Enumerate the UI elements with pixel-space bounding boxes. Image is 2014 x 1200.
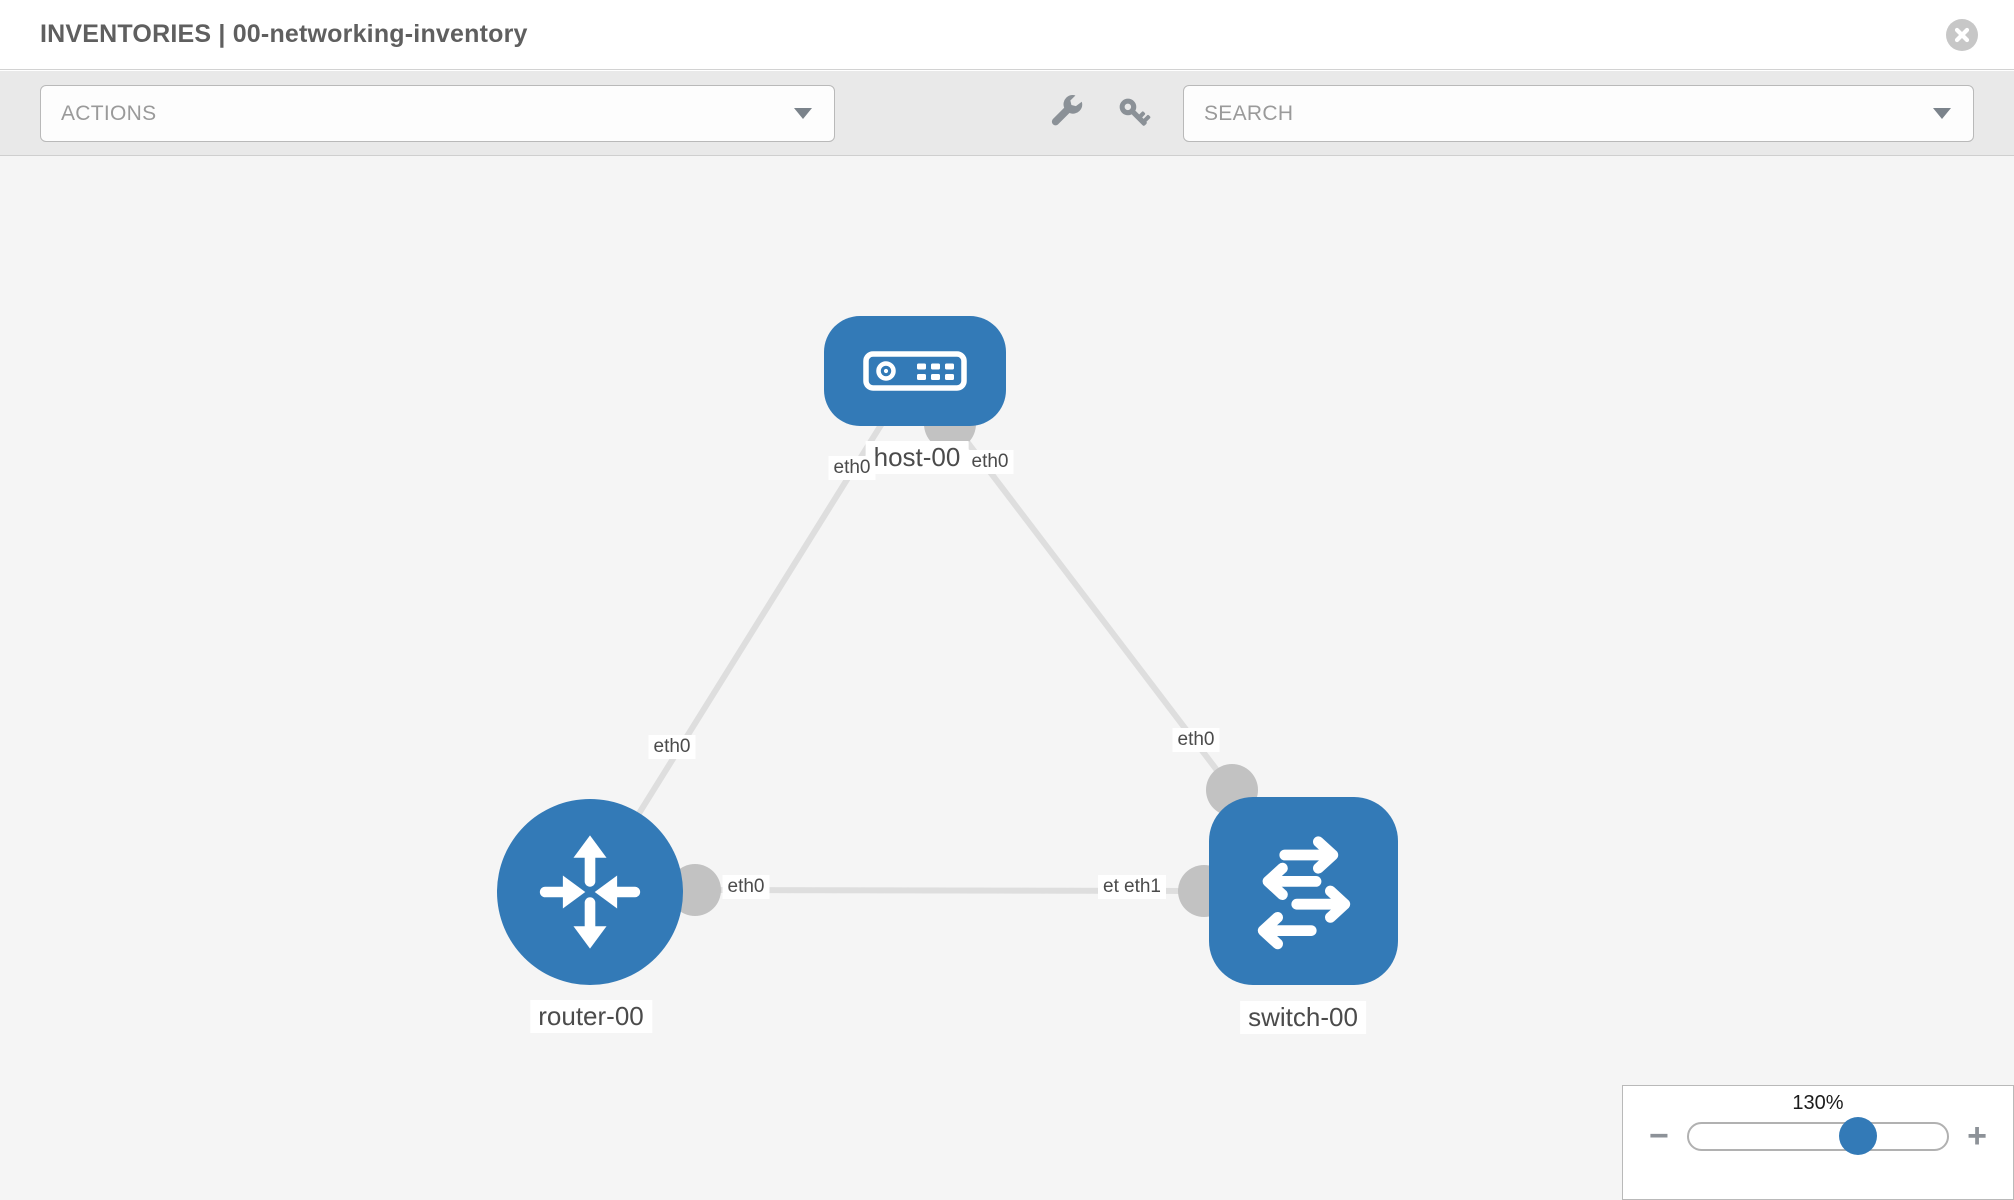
- node-label-router: router-00: [530, 1000, 652, 1033]
- search-input[interactable]: [1204, 101, 1933, 126]
- node-label-host: host-00: [865, 441, 969, 474]
- zoom-control-panel: 130% − +: [1622, 1085, 2014, 1200]
- node-host-00[interactable]: [824, 316, 1006, 426]
- zoom-level-value: 130%: [1792, 1092, 1844, 1114]
- actions-dropdown[interactable]: ACTIONS: [40, 85, 835, 142]
- toolbar: ACTIONS: [0, 71, 2014, 156]
- key-icon[interactable]: [1116, 95, 1153, 132]
- zoom-slider-track[interactable]: [1686, 1117, 1950, 1155]
- actions-dropdown-label: ACTIONS: [61, 101, 157, 125]
- zoom-slider-handle[interactable]: [1839, 1117, 1878, 1155]
- switch-arrows-icon: [1257, 836, 1350, 950]
- close-icon: [1954, 27, 1970, 43]
- eth-label-switch-side-eth1: eth1: [1119, 875, 1166, 899]
- header: INVENTORIES | 00-networking-inventory: [0, 0, 2014, 70]
- router-arrows-icon: [539, 835, 641, 949]
- topology-canvas[interactable]: host-00 router-00 switch-00 eth0 eth0 et…: [0, 156, 2014, 1200]
- eth-label-host-router-link: eth0: [648, 735, 696, 759]
- zoom-out-button[interactable]: −: [1649, 1117, 1669, 1155]
- node-router-00[interactable]: [497, 799, 683, 985]
- eth-label-router-side: eth0: [722, 875, 770, 899]
- eth-label-host-switch-link: eth0: [1172, 728, 1220, 752]
- page-title: INVENTORIES | 00-networking-inventory: [40, 20, 528, 48]
- eth-label-host-left: eth0: [828, 456, 876, 480]
- search-dropdown[interactable]: [1183, 85, 1974, 142]
- chevron-down-icon: [794, 108, 812, 119]
- chevron-down-icon: [1933, 108, 1951, 119]
- server-icon: [863, 351, 967, 391]
- eth-label-host-right: eth0: [966, 450, 1014, 474]
- wrench-icon[interactable]: [1048, 95, 1085, 132]
- node-label-switch: switch-00: [1240, 1001, 1366, 1034]
- close-button[interactable]: [1946, 19, 1978, 51]
- node-switch-00[interactable]: [1209, 797, 1398, 985]
- topology-links-layer: [587, 370, 1258, 917]
- zoom-in-button[interactable]: +: [1967, 1117, 1987, 1155]
